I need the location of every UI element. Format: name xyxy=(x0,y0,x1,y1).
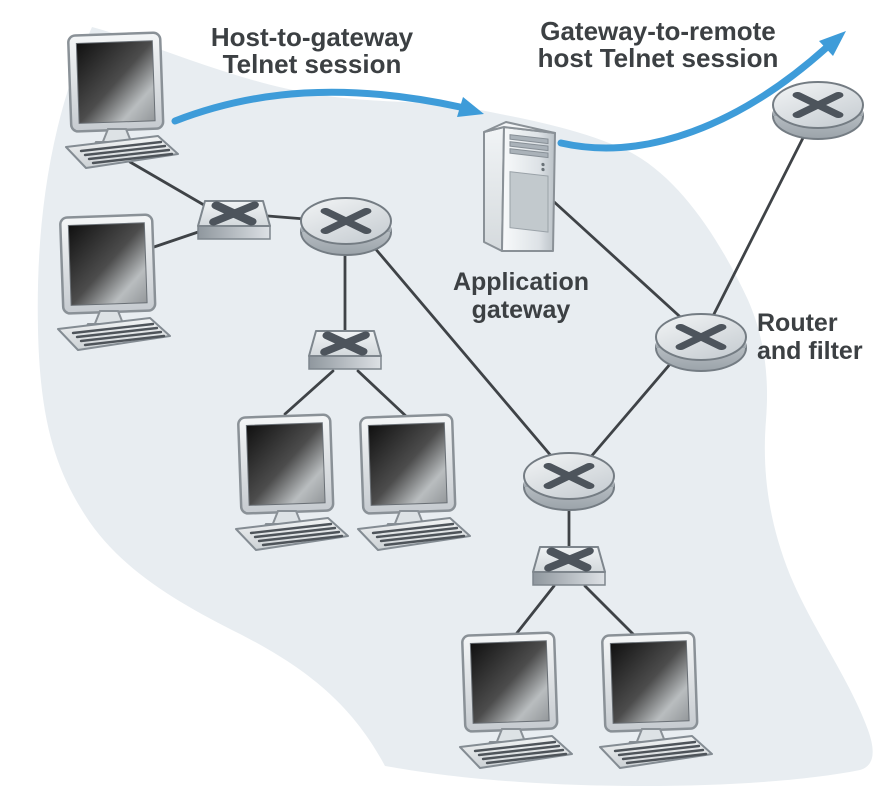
diagram-labels: Host-to-gateway Telnet session Gateway-t… xyxy=(211,16,863,365)
host-to-gateway-label-line1: Host-to-gateway xyxy=(211,22,414,52)
switch-icon xyxy=(197,199,271,240)
network-link xyxy=(128,160,218,214)
network-link xyxy=(356,369,410,420)
router-icon xyxy=(523,452,615,511)
workstation-icon xyxy=(356,413,472,552)
switch-icon xyxy=(308,329,382,370)
gateway-to-remote-label-line2: host Telnet session xyxy=(538,43,779,73)
remote-router-icon xyxy=(772,81,864,140)
workstation-icon xyxy=(458,631,574,770)
router-and-filter-icon xyxy=(655,313,747,372)
workstation-icon xyxy=(56,213,172,352)
gateway-to-remote-arrowhead-icon xyxy=(819,31,846,56)
application-gateway-label-line1: Application xyxy=(453,268,589,296)
gateway-to-remote-arrow xyxy=(557,44,830,152)
host-to-gateway-label-line2: Telnet session xyxy=(223,49,402,79)
host-to-gateway-arrow xyxy=(171,88,464,125)
workstation-icon xyxy=(598,631,714,770)
network-link xyxy=(366,238,560,466)
network-link xyxy=(266,214,307,221)
network-link xyxy=(710,128,809,320)
application-gateway-icon xyxy=(483,121,556,252)
router-and-filter-label-line2: and filter xyxy=(757,337,863,365)
network-link xyxy=(587,354,679,461)
router-icon xyxy=(300,197,392,256)
switch-icon xyxy=(532,545,606,586)
workstation-icon xyxy=(64,31,180,170)
network-link xyxy=(511,584,556,640)
workstation-icon xyxy=(234,413,350,552)
network-link xyxy=(283,369,335,416)
gateway-to-remote-label-line1: Gateway-to-remote xyxy=(540,16,776,46)
network-link xyxy=(583,584,639,640)
router-and-filter-label-line1: Router xyxy=(757,309,838,337)
network-link xyxy=(550,198,690,326)
telnet-session-arrows xyxy=(171,31,846,152)
application-gateway-label-line2: gateway xyxy=(472,296,571,324)
network-links xyxy=(128,128,809,640)
host-to-gateway-arrowhead-icon xyxy=(457,97,484,117)
